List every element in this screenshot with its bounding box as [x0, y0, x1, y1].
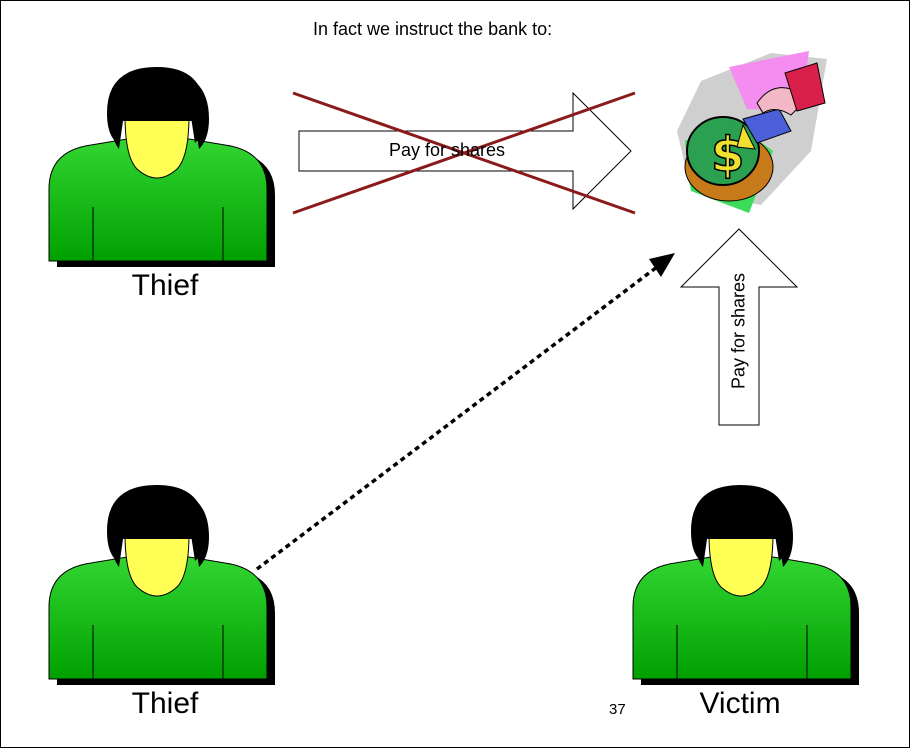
- vertical-arrow-label: Pay for shares: [728, 272, 749, 390]
- crossed-arrow-label: Pay for shares: [389, 140, 506, 160]
- thief-top-label: Thief: [131, 269, 199, 302]
- svg-text:$: $: [711, 127, 744, 183]
- slide-title: In fact we instruct the bank to:: [313, 19, 553, 39]
- page-number: 37: [609, 701, 626, 718]
- crossed-out-arrow: [292, 91, 636, 215]
- victim-figure: [632, 484, 860, 686]
- victim-to-bank-arrow: [679, 228, 799, 426]
- thief-bottom-figure: [48, 484, 276, 686]
- money-bank-icon: $: [677, 51, 827, 213]
- thief-top-figure: [48, 66, 276, 268]
- dotted-instruction-arrow: [255, 253, 675, 571]
- thief-bottom-label: Thief: [131, 687, 199, 720]
- victim-label: Victim: [699, 687, 781, 720]
